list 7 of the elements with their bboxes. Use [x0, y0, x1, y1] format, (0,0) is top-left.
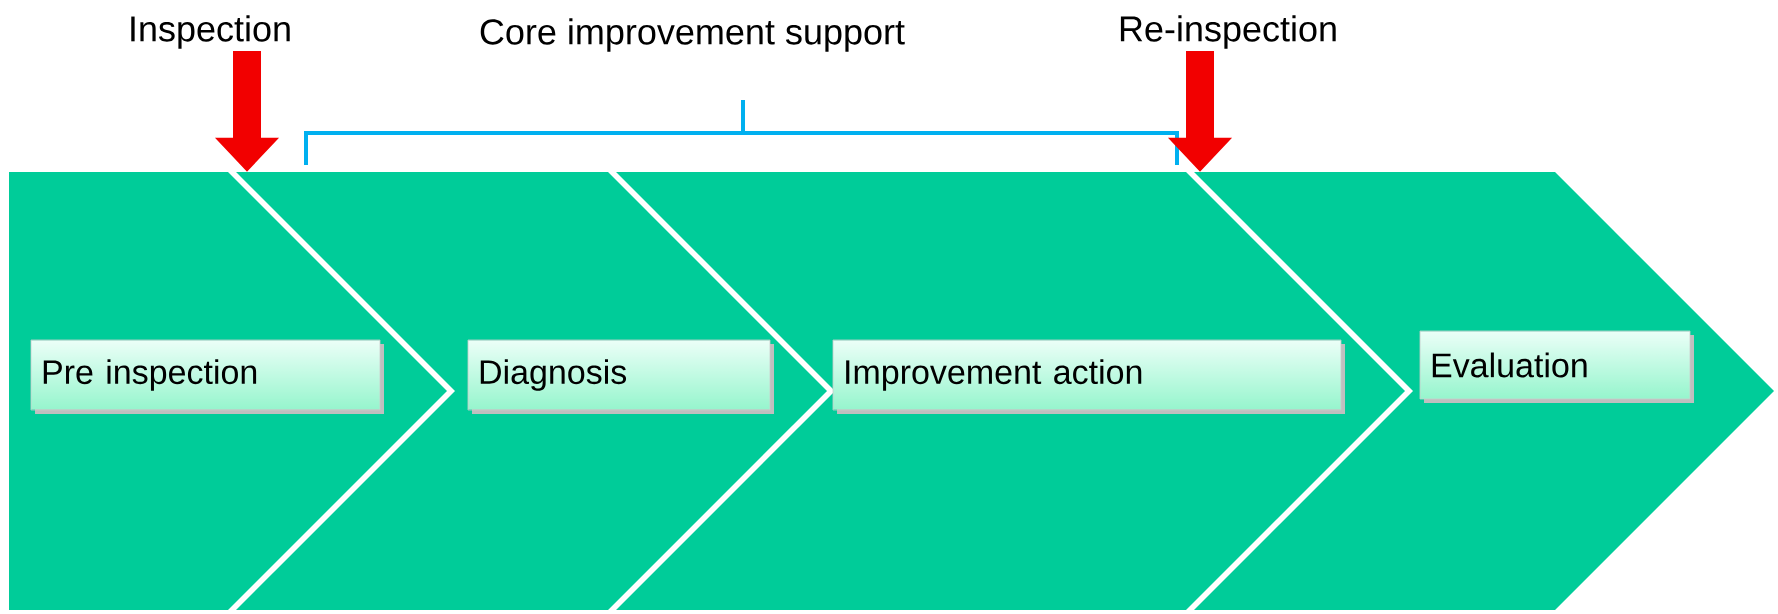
- annotation-text: Re-inspection: [1120, 15, 1336, 49]
- step-box: Diagnosis: [467, 339, 774, 414]
- step-box: Evaluation: [1419, 330, 1694, 403]
- step-box: Improvement action: [832, 339, 1345, 414]
- annotation-text: Inspection: [131, 15, 290, 49]
- step-box: Pre inspection: [30, 339, 384, 414]
- bracket-label: Core improvement support: [480, 18, 905, 52]
